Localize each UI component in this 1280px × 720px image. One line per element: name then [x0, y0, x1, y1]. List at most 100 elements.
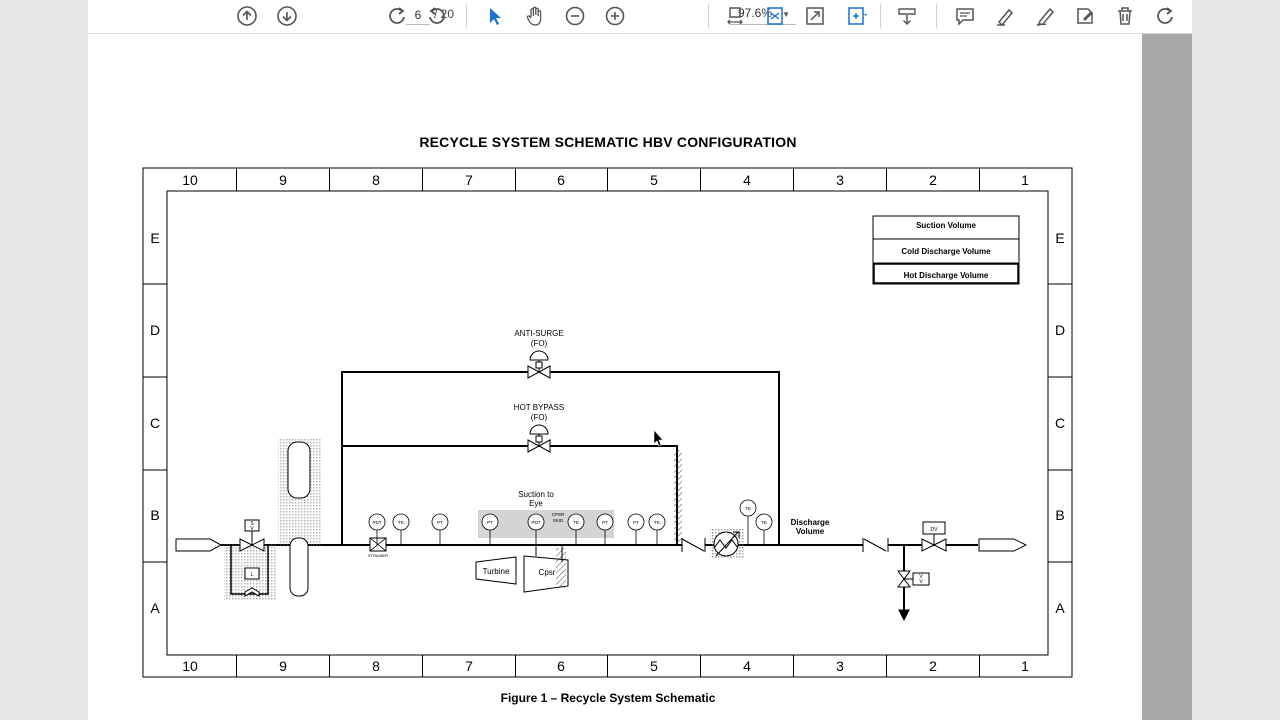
- te-tag: TE: [761, 520, 767, 525]
- te-tag: TE: [745, 506, 751, 511]
- recycle-schematic: 10 9 8 7 6 5 4 3 2 1 10 9 8 7 6 5 4 3 2 …: [142, 167, 1073, 678]
- instrument-bubbles: [368, 499, 773, 545]
- strainer-label: STRAINER: [368, 553, 388, 558]
- draw-icon[interactable]: [1032, 3, 1058, 29]
- anti-surge-label: ANTI-SURGE: [514, 329, 563, 338]
- te-tag: TE: [398, 520, 404, 525]
- instrument-tag-v: V: [919, 574, 923, 580]
- right-gutter: [1192, 0, 1280, 720]
- grid-col-label: 5: [650, 172, 658, 188]
- grid-row-label: A: [1055, 600, 1065, 616]
- page-title: RECYCLE SYSTEM SCHEMATIC HBV CONFIGURATI…: [419, 134, 797, 150]
- left-gutter: [0, 0, 88, 720]
- te-tag: TE: [654, 520, 660, 525]
- te-tag: TE: [573, 520, 579, 525]
- zoom-level-select[interactable]: 97.6%▼: [730, 5, 796, 25]
- grid-row-label: B: [1055, 507, 1064, 523]
- grid-col-label: 2: [929, 658, 937, 674]
- hot-bypass-valve: [527, 424, 551, 453]
- arrow-down-circle-icon[interactable]: [274, 3, 300, 29]
- page-number-input[interactable]: [406, 5, 430, 25]
- grid-col-label: 3: [836, 658, 844, 674]
- legend: Suction Volume Cold Discharge Volume Hot…: [872, 215, 1020, 285]
- legend-hot-discharge-volume: Hot Discharge Volume: [904, 271, 989, 280]
- pt-tag: PT: [487, 520, 493, 525]
- pdf-page: RECYCLE SYSTEM SCHEMATIC HBV CONFIGURATI…: [88, 34, 1142, 720]
- arrow-up-circle-icon[interactable]: [234, 3, 260, 29]
- grid-col-label: 5: [650, 658, 658, 674]
- grid-row-label: D: [150, 322, 160, 338]
- rotate-cw-icon[interactable]: [384, 3, 410, 29]
- select-cursor-icon[interactable]: [482, 3, 508, 29]
- grid-col-label: 9: [279, 658, 287, 674]
- grid-col-label: 4: [743, 658, 751, 674]
- scrubber-vessel: [224, 438, 322, 600]
- legend-cold-discharge-volume: Cold Discharge Volume: [901, 247, 991, 256]
- outlet-arrow: [978, 538, 1028, 552]
- grid-col-label: 8: [372, 658, 380, 674]
- pdt-tag: PDT: [373, 520, 382, 525]
- dv-valve: [921, 521, 947, 552]
- suction-to-label: Suction to: [518, 490, 554, 499]
- strainer: [369, 537, 387, 552]
- grid-row-label: E: [1055, 230, 1064, 246]
- grid-col-label: 6: [557, 658, 565, 674]
- fit-width-icon[interactable]: [762, 3, 788, 29]
- grid-col-label: 6: [557, 172, 565, 188]
- instrument-tag-l: L: [251, 572, 254, 578]
- instrument-tag-s: S: [250, 521, 254, 527]
- pt-tag: PT: [602, 520, 608, 525]
- anti-surge-fo-label: (FO): [531, 339, 548, 348]
- skid-label: SKID: [553, 518, 564, 523]
- toolbar: / 20 97.6%▼: [88, 0, 1192, 34]
- instrument-tag-v: V: [919, 579, 923, 585]
- vertical-scrollbar-track[interactable]: [1142, 34, 1192, 720]
- discharge-label: Discharge: [791, 518, 830, 527]
- scroll-mode-icon[interactable]: [894, 3, 920, 29]
- check-valve: [681, 538, 706, 552]
- rotate-ccw-icon[interactable]: [424, 3, 450, 29]
- grid-col-label: 4: [743, 172, 751, 188]
- grid-row-label: D: [1055, 322, 1065, 338]
- inlet-arrow: [175, 538, 223, 552]
- dv-label: DV: [931, 527, 939, 533]
- cpsr-skid: PT PDT TE PT CPSR SKID: [478, 510, 614, 556]
- pdt-tag: PDT: [532, 520, 541, 525]
- pt-tag: PT: [633, 520, 639, 525]
- undo-icon[interactable]: [1152, 3, 1178, 29]
- eye-label: Eye: [529, 499, 543, 508]
- fit-page-icon[interactable]: [722, 3, 748, 29]
- grid-col-label: 10: [182, 172, 198, 188]
- compressor-label: Cpsr: [539, 568, 556, 577]
- delete-icon[interactable]: [1112, 3, 1138, 29]
- instrument-tag-v: V: [250, 526, 254, 532]
- grid-col-label: 2: [929, 172, 937, 188]
- turbine-compressor: [475, 545, 569, 593]
- pt-tag: PT: [437, 520, 443, 525]
- skid-label: CPSR: [552, 512, 565, 517]
- grid-row-label: C: [150, 415, 160, 431]
- grid-row-label: B: [150, 507, 159, 523]
- legend-suction-volume: Suction Volume: [916, 221, 976, 230]
- zoom-out-icon[interactable]: [562, 3, 588, 29]
- grid-col-label: 8: [372, 172, 380, 188]
- hot-bypass-label: HOT BYPASS: [514, 403, 564, 412]
- comment-icon[interactable]: [952, 3, 978, 29]
- marquee-zoom-icon[interactable]: [844, 3, 870, 29]
- grid-col-label: 1: [1021, 658, 1029, 674]
- grid-col-label: 10: [182, 658, 198, 674]
- figure-caption: Figure 1 – Recycle System Schematic: [500, 691, 716, 705]
- hatch-region: [674, 450, 682, 544]
- fullscreen-icon[interactable]: [802, 3, 828, 29]
- grid-col-label: 7: [465, 658, 473, 674]
- grid-col-label: 7: [465, 172, 473, 188]
- zoom-in-icon[interactable]: [602, 3, 628, 29]
- stamp-icon[interactable]: [1072, 3, 1098, 29]
- grid-row-label: E: [150, 230, 159, 246]
- grid-row-label: A: [150, 600, 160, 616]
- highlight-icon[interactable]: [992, 3, 1018, 29]
- hand-pan-icon[interactable]: [522, 3, 548, 29]
- inlet-valve: [239, 519, 265, 597]
- volume-label: Volume: [796, 527, 825, 536]
- discharge-check-valve: [862, 538, 889, 552]
